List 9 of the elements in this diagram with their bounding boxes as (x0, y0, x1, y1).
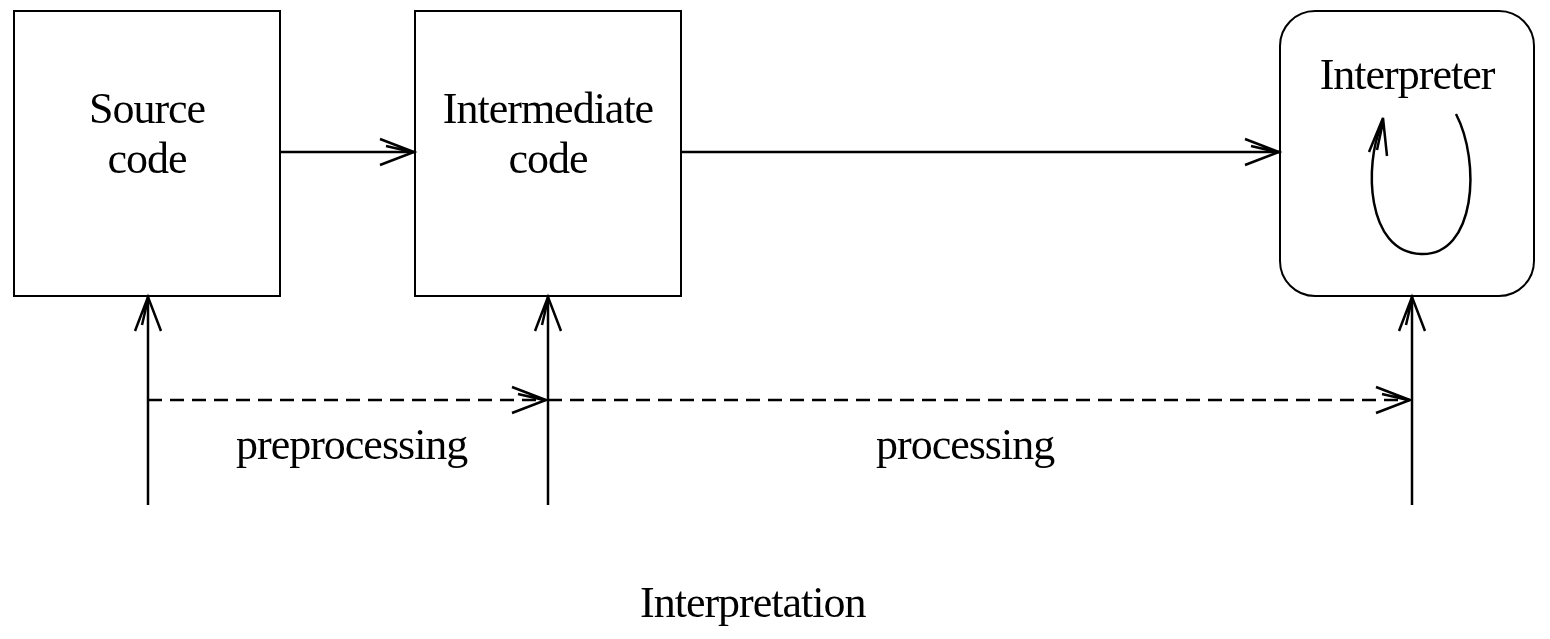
text-label: processing (876, 420, 1055, 470)
process-box (414, 10, 682, 297)
node-label: Interpreter (1319, 50, 1495, 100)
text-label: preprocessing (236, 420, 468, 470)
text-label: Interpretation (640, 578, 866, 628)
process-box (13, 10, 281, 297)
rounded-box (1279, 10, 1535, 297)
node-label: Source code (87, 83, 207, 184)
node-label: Intermediate code (441, 83, 655, 184)
